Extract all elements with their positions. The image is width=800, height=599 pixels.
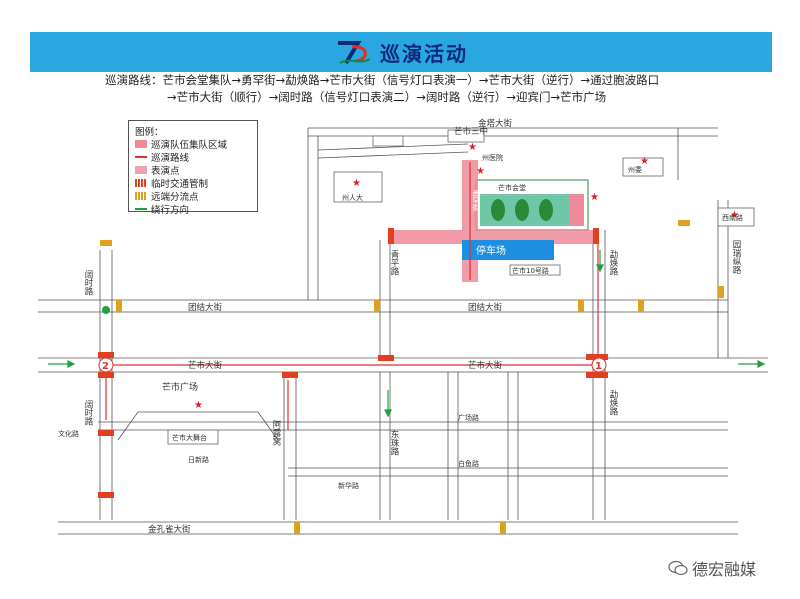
label-yongfu: 勇罕街 bbox=[472, 189, 480, 212]
point-1-label: 1 bbox=[595, 361, 602, 372]
label-jiadong: 州委 bbox=[628, 165, 642, 174]
svg-text:★: ★ bbox=[476, 166, 485, 177]
map-legend: 图例： 巡演队伍集队区域 巡演路线 表演点 临时交通管制 远端分流点 绕行方向 bbox=[128, 120, 258, 216]
building-hospital bbox=[717, 207, 755, 227]
building-gov bbox=[333, 171, 383, 203]
legend-item: 临时交通管制 bbox=[135, 176, 251, 190]
building-road-school bbox=[509, 264, 561, 276]
label-stage: 芒市大舞台 bbox=[172, 433, 207, 442]
legend-swatch-gathering bbox=[135, 139, 147, 148]
label-jinkongque: 金孔雀大街 bbox=[148, 524, 191, 535]
label-plaza: 芒市广场 bbox=[162, 381, 198, 393]
svg-text:★: ★ bbox=[730, 210, 739, 221]
vertical-labels: 阔时路 阔时路 勐焕路 勐焕路 勇罕街 青平路 阿露窝 东珠路 园瑞纵路 bbox=[83, 189, 741, 456]
label-mangshi: 芒市大街 bbox=[188, 360, 223, 371]
building-school bbox=[447, 129, 485, 143]
buildings bbox=[167, 129, 755, 445]
label-tuanjie-left: 团结大街 bbox=[188, 302, 223, 313]
legend-item: 巡演队伍集队区域 bbox=[135, 137, 251, 151]
legend-swatch-traffic bbox=[135, 178, 147, 187]
svg-text:★: ★ bbox=[640, 156, 649, 167]
label-xinhua: 新华路 bbox=[338, 481, 359, 490]
label-ahe: 阿露窝 bbox=[271, 420, 281, 446]
label-kuoshi: 阔时路 bbox=[83, 269, 93, 296]
label-dongzhu: 东珠路 bbox=[389, 429, 399, 456]
label-gov: 州人大 bbox=[342, 193, 363, 202]
building-jiadong bbox=[622, 157, 664, 177]
label-yuanrui: 园瑞纵路 bbox=[731, 240, 741, 275]
plaza-outline bbox=[117, 411, 279, 441]
route-line-1: 巡演路线：芒市会堂集队→勇罕街→勐焕路→芒市大街（信号灯口表演一）→芒市大街（逆… bbox=[105, 73, 660, 87]
label-hospital: 州医院 bbox=[482, 153, 503, 162]
diversion-points bbox=[100, 220, 724, 534]
label-jinta: 金塔大街 bbox=[478, 118, 513, 129]
legend-item: 巡演路线 bbox=[135, 150, 251, 164]
label-guanghua: 广场路 bbox=[458, 413, 479, 422]
svg-text:★: ★ bbox=[468, 142, 477, 153]
watermark: 德宏融媒 bbox=[668, 556, 756, 580]
parking-lot bbox=[462, 240, 554, 260]
detour-arrows bbox=[48, 250, 766, 418]
label-qingping: 青平路 bbox=[389, 249, 399, 276]
label-school: 芒市三中 bbox=[454, 126, 488, 137]
wechat-icon bbox=[668, 560, 688, 576]
legend-swatch-detour bbox=[135, 207, 147, 210]
legend-item: 表演点 bbox=[135, 163, 251, 177]
label-tuanjie-right: 团结大街 bbox=[468, 302, 503, 313]
minor-labels: 广场路 白鱼路 新华路 日新路 文化路 bbox=[58, 413, 479, 490]
label-road-school: 芒市10号路 bbox=[512, 266, 549, 275]
legend-swatch-route bbox=[135, 155, 147, 158]
label-venue: 芒市会堂 bbox=[498, 183, 526, 192]
svg-text:★: ★ bbox=[590, 192, 599, 203]
label-baiyu: 白鱼路 bbox=[458, 459, 479, 468]
building-small bbox=[372, 135, 404, 147]
label-kuoshi-lower: 阔时路 bbox=[83, 399, 93, 426]
parade-route-map: ★ ★ ★ ★ ★ ★ ★ 2 1 金塔大街 团结大街 团结大街 芒市大街 芒市… bbox=[38, 118, 768, 535]
page-header: 巡演活动 bbox=[30, 32, 772, 72]
map-labels: 金塔大街 团结大街 团结大街 芒市大街 芒市大街 金孔雀大街 芒市广场 芒市三中… bbox=[148, 118, 743, 535]
label-mangshi-right: 芒市大街 bbox=[468, 360, 503, 371]
svg-text:★: ★ bbox=[194, 400, 203, 411]
page-title: 巡演活动 bbox=[380, 41, 468, 66]
svg-text:★: ★ bbox=[352, 178, 361, 189]
label-menghuan-lower: 勐焕路 bbox=[608, 389, 618, 416]
label-menghuan: 勐焕路 bbox=[608, 249, 618, 276]
venue-area bbox=[475, 179, 589, 231]
label-parking: 停车场 bbox=[476, 244, 506, 257]
route-line-2: →芒市大街（顺行）→阔时路（信号灯口表演二）→阔时路（逆行）→迎宾门→芒市广场 bbox=[167, 90, 607, 104]
building-stage bbox=[167, 429, 219, 445]
route-description: 巡演路线：芒市会堂集队→勇罕街→勐焕路→芒市大街（信号灯口表演一）→芒市大街（逆… bbox=[105, 72, 725, 106]
legend-item: 远端分流点 bbox=[135, 189, 251, 203]
legend-swatch-diversion bbox=[135, 191, 147, 200]
watermark-text: 德宏融媒 bbox=[692, 560, 757, 579]
tourism-logo-icon bbox=[334, 37, 374, 67]
legend-swatch-performance bbox=[135, 165, 147, 174]
legend-title: 图例： bbox=[135, 126, 164, 138]
signal-light-icon bbox=[102, 306, 110, 314]
traffic-control bbox=[98, 228, 608, 498]
landmark-stars: ★ ★ ★ ★ ★ ★ ★ bbox=[194, 142, 739, 411]
label-xinan: 西南路 bbox=[722, 213, 743, 222]
legend-item: 绕行方向 bbox=[135, 202, 251, 216]
point-2-label: 2 bbox=[102, 361, 109, 372]
label-rixin: 日新路 bbox=[188, 455, 209, 464]
performance-points: 2 1 bbox=[98, 357, 607, 373]
label-wenhua: 文化路 bbox=[58, 429, 79, 438]
